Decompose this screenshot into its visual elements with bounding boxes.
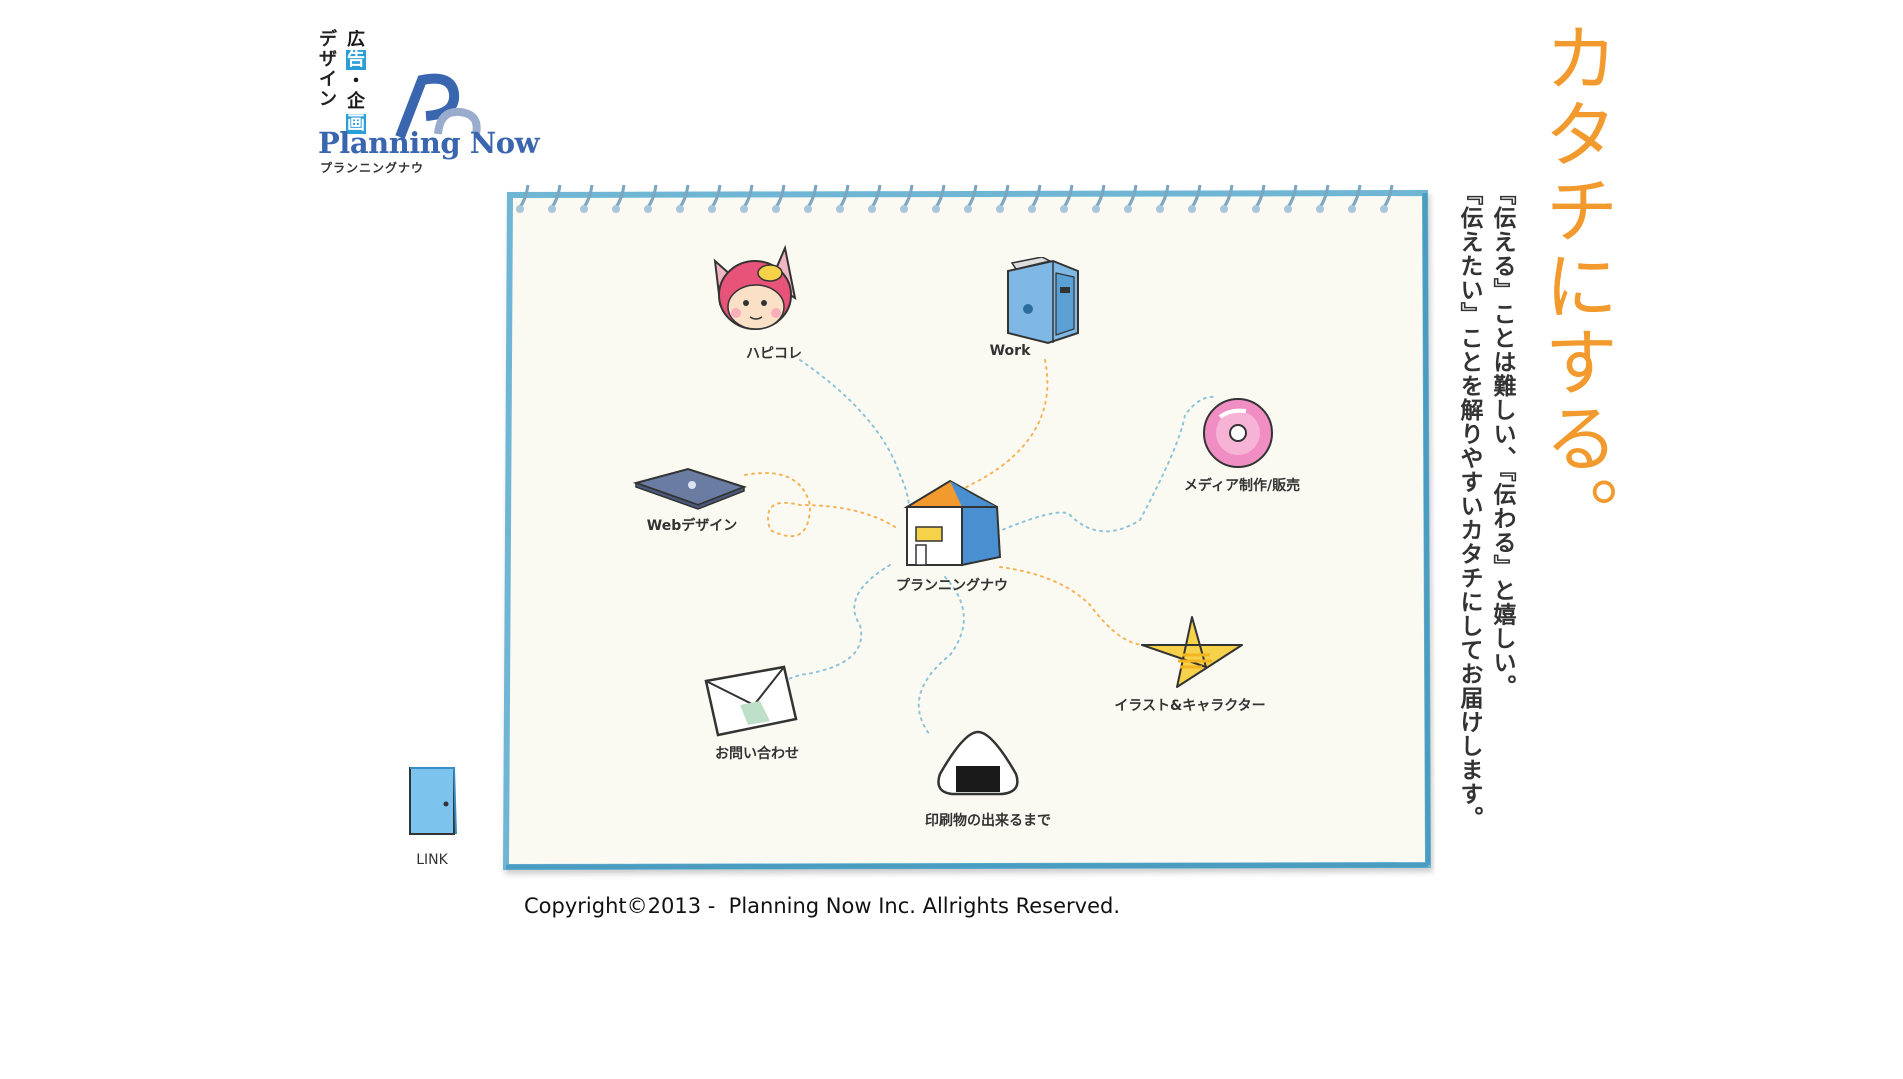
house-icon bbox=[903, 479, 1002, 567]
nav-hapikore[interactable]: ハピコレ bbox=[700, 243, 810, 363]
notebook-menu: ハピコレ Work メディア制作/販売 Webデザイン bbox=[500, 175, 1435, 880]
nav-media-label: メディア制作/販売 bbox=[1183, 478, 1301, 494]
logo-ad-text-1: 広 bbox=[347, 30, 365, 50]
cd-disc-icon bbox=[1203, 398, 1273, 468]
logo-ad-text-2: 告 bbox=[346, 49, 366, 70]
nav-media[interactable]: メディア制作/販売 bbox=[1184, 397, 1310, 502]
copyright-text: Copyright©2013 - Planning Now Inc. Allri… bbox=[524, 894, 1121, 918]
nav-center[interactable]: プランニングナウ bbox=[882, 477, 1022, 597]
nav-print-label: 印刷物の出来るまで bbox=[925, 813, 1051, 829]
link-label: LINK bbox=[416, 852, 448, 868]
link-door-button[interactable]: LINK bbox=[404, 764, 460, 874]
laptop-icon bbox=[632, 467, 747, 510]
nav-web[interactable]: Webデザイン bbox=[632, 465, 752, 545]
computer-tower-icon bbox=[1007, 256, 1079, 345]
envelope-icon bbox=[704, 665, 798, 737]
nav-contact-label: お問い合わせ bbox=[715, 746, 799, 762]
door-icon bbox=[409, 767, 457, 835]
logo-kana: プランニングナウ bbox=[320, 161, 425, 175]
slogan-line-2: 『伝えたい』ことを解りやすいカタチにしてお届けします。 bbox=[1456, 182, 1482, 830]
nav-hapikore-label: ハピコレ bbox=[746, 346, 802, 362]
nav-contact[interactable]: お問い合わせ bbox=[700, 665, 810, 770]
nav-work[interactable]: Work bbox=[990, 256, 1088, 367]
logo-plan-text: ・企 bbox=[347, 71, 365, 112]
slogan-title: カタチにする。 bbox=[1532, 20, 1618, 552]
nav-work-label: Work bbox=[989, 343, 1031, 359]
pn-mark-icon bbox=[395, 73, 481, 139]
star-icon bbox=[1141, 616, 1243, 688]
nav-web-label: Webデザイン bbox=[646, 518, 738, 534]
logo-plan-text-2: 画 bbox=[346, 113, 366, 134]
nav-center-label: プランニングナウ bbox=[896, 578, 1008, 594]
nav-print[interactable]: 印刷物の出来るまで bbox=[918, 730, 1051, 835]
site-logo[interactable]: デザイン 広 告 ・企 画 Planning Now プランニングナウ bbox=[318, 28, 540, 176]
nav-illust-label: イラスト&キャラクター bbox=[1114, 698, 1266, 714]
nav-illust[interactable]: イラスト&キャラクター bbox=[1114, 615, 1266, 720]
slogan-line-1: 『伝える』ことは難しい、『伝わる』と嬉しい。 bbox=[1489, 182, 1515, 699]
rice-ball-icon bbox=[937, 730, 1019, 796]
logo-design-text: デザイン bbox=[319, 29, 337, 110]
logo-name: Planning Now bbox=[318, 126, 540, 160]
pig-character-icon bbox=[713, 244, 797, 330]
